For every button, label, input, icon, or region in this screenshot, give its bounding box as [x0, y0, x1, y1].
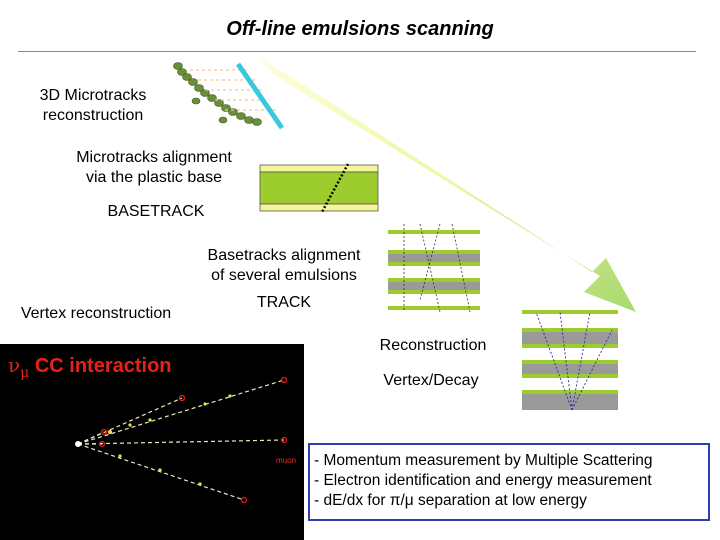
event-display-background: [0, 344, 304, 540]
microtracks-3d-label-line2: reconstruction: [42, 107, 144, 124]
cc-interaction-label: νμ CC interaction: [8, 353, 172, 381]
vertex-reconstruction-label: Vertex reconstruction: [20, 305, 172, 322]
alignment-plastic-label-line2: via the plastic base: [85, 169, 223, 186]
basetrack-block: [259, 163, 379, 213]
basetracks-stack: [388, 223, 480, 313]
event-display-tracks: [77, 379, 285, 501]
muon-label: muon: [276, 456, 297, 465]
page-title: Off-line emulsions scanning: [226, 18, 494, 40]
note-item: - dE/dx for π/μ separation at low energy: [314, 492, 587, 509]
event-display-hits: [108, 394, 232, 486]
event-display-endpoints: [98, 376, 288, 504]
track-label: TRACK: [256, 294, 312, 311]
alignment-plastic-label-line1: Microtracks alignment: [76, 149, 232, 166]
note-item: - Electron identification and energy mea…: [314, 472, 652, 489]
reconstruction-label: Reconstruction: [379, 337, 487, 354]
mu-subscript: μ: [20, 365, 30, 381]
basetracks-alignment-label-line1: Basetracks alignment: [207, 247, 361, 264]
alignment-plastic-label: Microtracks alignment via the plastic ba…: [56, 148, 252, 188]
emulsion-plate-edge: [235, 62, 285, 130]
microtracks-3d-label: 3D Microtracks reconstruction: [28, 86, 158, 126]
microtracks-3d-label-line1: 3D Microtracks: [39, 87, 147, 104]
process-flow-arrow: [258, 58, 636, 312]
note-item: - Momentum measurement by Multiple Scatt…: [314, 452, 653, 469]
basetrack-label: BASETRACK: [107, 203, 205, 220]
primary-vertex: [75, 441, 81, 447]
nu-symbol: ν: [8, 353, 21, 377]
vertex-decay-stack: [522, 310, 618, 411]
title-divider: [18, 51, 696, 52]
microtrack-grains: [173, 62, 262, 126]
basetracks-alignment-label: Basetracks alignment of several emulsion…: [188, 246, 380, 286]
cc-interaction-text: CC interaction: [29, 355, 172, 377]
vertex-decay-label: Vertex/Decay: [383, 372, 479, 389]
basetracks-alignment-label-line2: of several emulsions: [211, 267, 357, 284]
measurement-notes-box: - Momentum measurement by Multiple Scatt…: [308, 443, 710, 521]
